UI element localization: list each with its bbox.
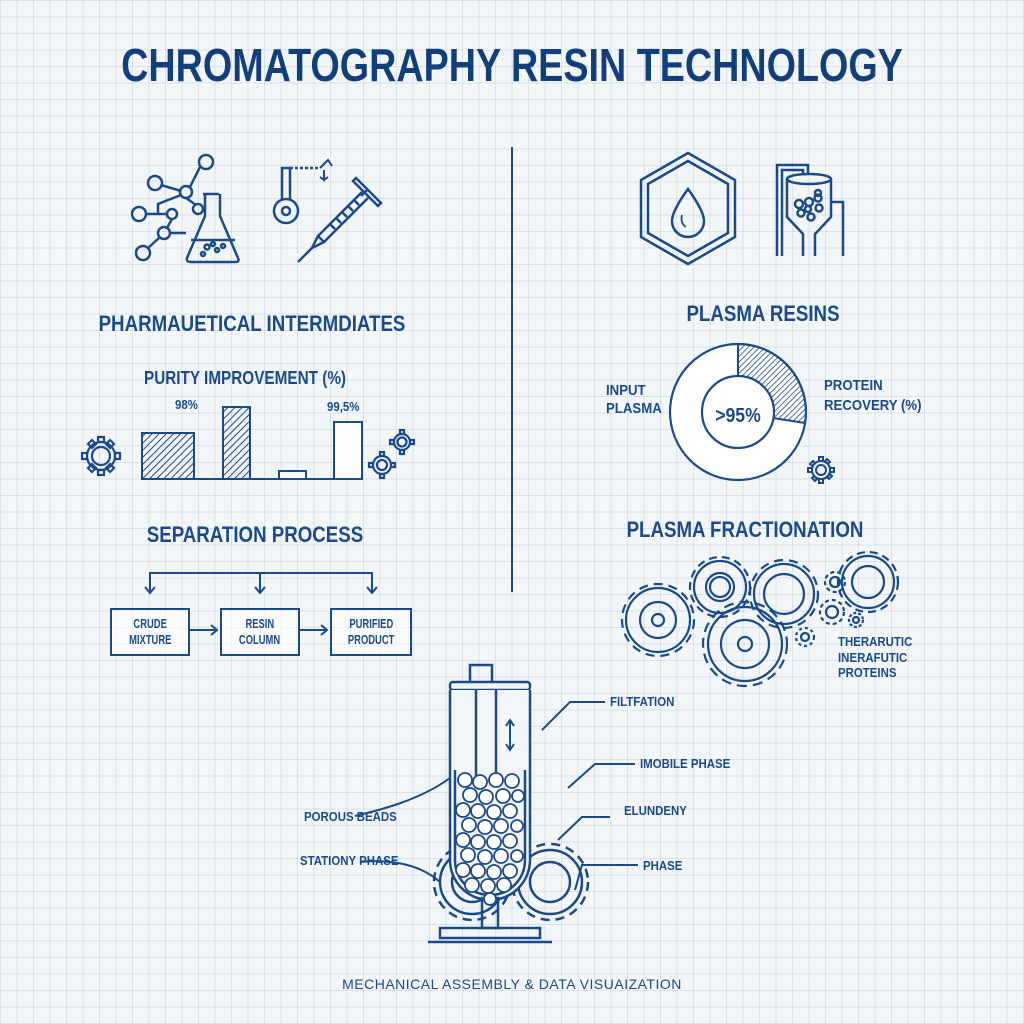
gear-icon xyxy=(847,611,865,629)
gear-icon xyxy=(748,558,820,630)
fractionation-gears xyxy=(620,550,900,688)
filtration-label: FILTFATION xyxy=(610,694,675,709)
process-step-arrows xyxy=(188,624,329,636)
mobile-phase-label: IMOBILE PHASE xyxy=(640,756,731,771)
bar-1 xyxy=(141,432,195,480)
pharma-heading: PHARMAUETICAL INTERMDIATES xyxy=(98,311,406,336)
gear-icon xyxy=(620,582,696,658)
gear-icon xyxy=(367,450,397,480)
gear-icon xyxy=(388,428,416,456)
plasma-resins-heading: PLASMA RESINS xyxy=(686,301,840,326)
bar-4 xyxy=(333,421,363,480)
gear-icon xyxy=(80,435,122,477)
distillation-apparatus-icon xyxy=(272,158,333,225)
footer-caption: MECHANICAL ASSEMBLY & DATA VISUAIZATION xyxy=(342,976,682,992)
stationary-phase-label: STATIONY PHASE xyxy=(300,853,399,868)
purity-bar-chart xyxy=(80,406,416,480)
bar-2 xyxy=(222,406,251,480)
gear-icon xyxy=(823,570,847,594)
donut-center-value: >95% xyxy=(715,405,761,427)
phase-label: PHASE xyxy=(643,858,683,873)
therapeutic-proteins-label: THERARUTIC INERAFUTIC PROTEINS xyxy=(838,634,913,681)
process-flow-arrows xyxy=(144,572,378,595)
gear-icon xyxy=(794,626,816,648)
elution-label: ELUNDENY xyxy=(624,803,687,818)
resin-vessel-icon xyxy=(775,163,845,256)
molecule-icon xyxy=(130,153,215,262)
purity-chart-title: PURITY IMPROVEMENT (%) xyxy=(143,368,347,388)
panel-divider xyxy=(511,147,513,592)
erlenmeyer-flask-icon xyxy=(185,192,240,264)
bar-label-99-5: 99,5% xyxy=(327,399,360,414)
gear-icon xyxy=(836,550,900,614)
page-title: CHROMATOGRAPHY RESIN TECHNOLOGY xyxy=(121,39,903,91)
bar-3 xyxy=(278,470,307,480)
porous-beads-label: POROUS BEADS xyxy=(304,809,397,824)
hexagon-droplet-icon xyxy=(639,151,737,266)
gear-icon xyxy=(807,456,835,484)
gear-icon xyxy=(701,600,789,688)
gear-icon xyxy=(818,598,846,626)
syringe-icon xyxy=(297,176,383,263)
protein-recovery-donut xyxy=(668,342,808,482)
plasma-fractionation-heading: PLASMA FRACTIONATION xyxy=(626,517,864,542)
separation-process-heading: SEPARATION PROCESS xyxy=(146,522,364,547)
porous-beads xyxy=(455,772,525,906)
bar-label-98: 98% xyxy=(175,397,198,412)
chromatography-column-diagram xyxy=(354,663,638,944)
